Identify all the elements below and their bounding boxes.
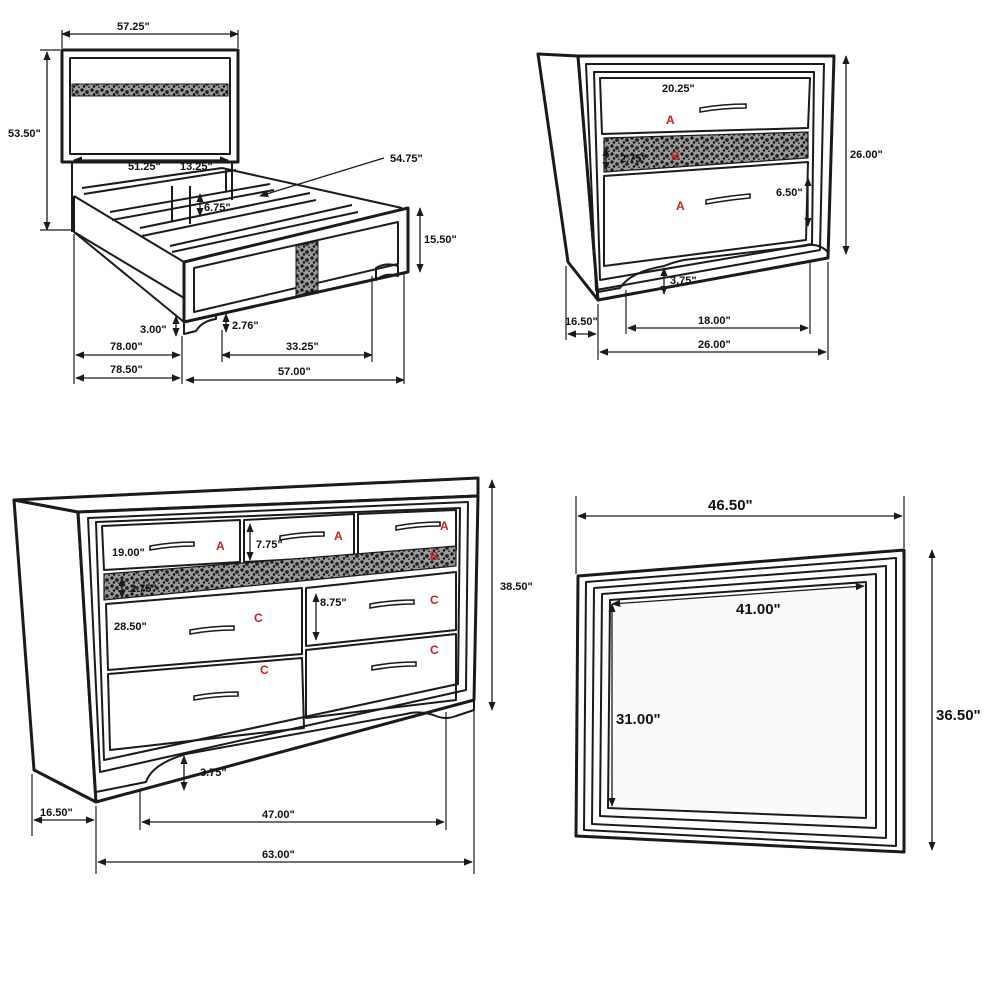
bed-outer-length-label: 78.50" [110,364,143,376]
dresser-pull-a2-icon [279,531,325,541]
bed-headboard-height-label: 53.50" [8,128,41,140]
dresser-pull-c3-icon [193,691,239,701]
nightstand-code-a1: A [666,113,675,127]
bed-foot-inner-label: 33.25" [286,341,319,353]
nightstand-sparkle-height-label: 2.75" [620,153,647,165]
mirror-glass-width-label: 41.00" [736,601,781,618]
dresser-drawer-a-1 [101,519,241,571]
nightstand-code-b: B [671,149,680,163]
dresser-width-label: 63.00" [262,849,295,861]
dresser-code-a2: A [334,529,343,543]
mirror-glass-height-label: 31.00" [616,711,661,728]
bed-inner-length-label: 78.00" [110,341,143,353]
dresser-pull-c4-icon [371,661,417,671]
dresser-pull-a1-icon [149,541,195,551]
nightstand-drawing: 20.25" A B A 26.00" 2.75" 6.50" 3.75" 16… [536,52,883,360]
nightstand-pull-bottom-icon [705,193,751,205]
nightstand-pull-top-icon [699,103,747,113]
bed-footboard-height-label: 15.50" [424,234,457,246]
mirror-height-label: 36.50" [936,707,981,724]
dresser-code-c3: C [260,663,269,677]
bed-footboard-sparkle [295,240,319,297]
dresser-code-c2: C [430,593,439,607]
bed-floor-clearance-a-label: 3.00" [140,324,167,336]
dresser-drawer-c-1 [105,587,303,671]
dresser-code-c1: C [254,611,263,625]
bed-rail-clearance-label: 6.75" [204,202,231,214]
bed-foot-outer-label: 57.00" [278,366,311,378]
mirror-drawing: 46.50" 41.00" 31.00" 36.50" [574,496,981,854]
dresser-sparkle-height-label: 2.75" [130,583,157,595]
nightstand-code-a2: A [676,199,685,213]
dresser-drawer-width-label: 28.50" [114,621,147,633]
nightstand-drawer-a-top [599,77,811,135]
dresser-pull-c2-icon [369,599,415,609]
bed-headboard-panel [69,57,231,155]
bed-inner-width-label: 51.25" [128,161,161,173]
nightstand-base-width-label: 18.00" [698,315,731,327]
dresser-drawing: 19.00" A A A B 7.75" 2.75" 28.50" C C C … [12,476,533,874]
dresser-drawer-c-2 [305,571,457,647]
bed-headboard [60,48,240,164]
dresser-base-width-label: 47.00" [262,809,295,821]
bed-drawing: 57.25" 53.50" 51.25" 13.25" 54.75" 6.75"… [8,21,457,384]
bed-panel-height-label: 13.25" [180,161,213,173]
dresser-height-label: 38.50" [500,581,533,593]
nightstand-drawer-height-label: 6.50" [776,187,803,199]
dresser-pull-a3-icon [395,521,441,531]
nightstand-depth-label: 16.50" [565,316,598,328]
dresser-sparkle-band [103,545,457,601]
nightstand-width-label: 26.00" [698,339,731,351]
nightstand-drawer-a-bottom [603,161,809,267]
dresser-code-b: B [430,549,439,563]
mirror-width-label: 46.50" [708,497,753,514]
dresser-code-c4: C [430,643,439,657]
dresser-depth-label: 16.50" [40,807,73,819]
bed-floor-clearance-b-label: 2.76" [232,320,259,332]
dresser-floor-clearance-label: 3.75" [200,767,227,779]
nightstand-floor-clearance-label: 3.75" [670,275,697,287]
nightstand-front [576,54,836,302]
nightstand-height-label: 26.00" [850,149,883,161]
dresser-top-drawer-height-label: 7.75" [256,539,283,551]
dresser-drawer-c-3 [107,657,305,751]
dresser-drawer-c-4 [305,633,457,719]
dresser-drawer-height-label: 8.75" [320,597,347,609]
bed-diagonal-label: 54.75" [390,153,423,165]
dresser-pull-c1-icon [189,625,235,635]
dresser-code-a1: A [216,539,225,553]
dresser-top-drawer-width-label: 19.00" [112,547,145,559]
nightstand-drawer-width-label: 20.25" [662,83,695,95]
dresser-code-a3: A [440,519,449,533]
bed-headboard-width-label: 57.25" [117,21,150,33]
bed-headboard-sparkle-strip [71,83,229,97]
